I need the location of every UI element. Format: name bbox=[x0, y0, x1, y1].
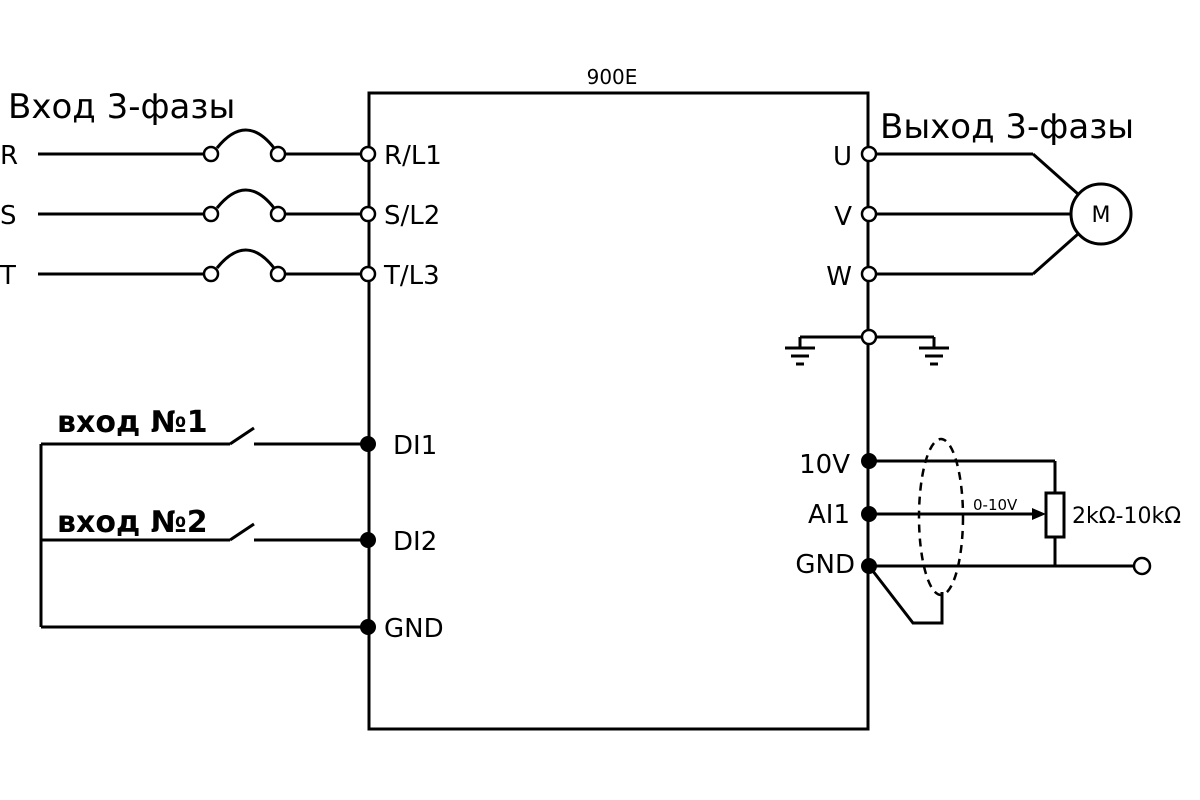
terminal-u bbox=[860, 145, 878, 163]
output-u: U bbox=[833, 142, 1079, 196]
terminal-label-10v: 10V bbox=[799, 450, 850, 480]
terminal-sl2 bbox=[359, 205, 377, 223]
terminal-label-sl2: S/L2 bbox=[384, 201, 440, 231]
terminal-di2 bbox=[360, 532, 376, 548]
terminal-rl1 bbox=[359, 145, 377, 163]
phase-label-r: R bbox=[0, 141, 18, 171]
terminal-tl3 bbox=[359, 265, 377, 283]
analog-input: 10V AI1 GND 0-10V 2kΩ-10kΩ bbox=[795, 437, 1181, 625]
output-title: Выход 3-фазы bbox=[880, 107, 1134, 147]
output-v: V bbox=[834, 202, 1070, 232]
terminal-label-v: V bbox=[834, 202, 852, 232]
phase-label-s: S bbox=[0, 201, 17, 231]
ground-terminal bbox=[785, 328, 949, 366]
motor-label: M bbox=[1092, 203, 1111, 228]
terminal-label-u: U bbox=[833, 142, 852, 172]
terminal-w bbox=[860, 265, 878, 283]
phase-input-s: S S/L2 bbox=[0, 188, 440, 231]
range-label: 0-10V bbox=[973, 496, 1018, 514]
potentiometer bbox=[1044, 491, 1066, 539]
ground-left-icon bbox=[785, 337, 815, 366]
terminal-label-w: W bbox=[826, 262, 852, 292]
digital-inputs: вход №1 вход №2 DI1 DI2 GND bbox=[39, 405, 444, 644]
phase-input-t: T T/L3 bbox=[0, 248, 440, 291]
phase-label-t: T bbox=[0, 261, 16, 291]
phase-input-r: R R/L1 bbox=[0, 128, 442, 171]
terminal-label-gnd-ai: GND bbox=[795, 550, 855, 580]
model-label: 900E bbox=[587, 65, 638, 89]
input-1-label: вход №1 bbox=[57, 405, 208, 440]
terminal-label-rl1: R/L1 bbox=[384, 141, 442, 171]
ground-right-icon bbox=[919, 337, 949, 366]
input-2-label: вход №2 bbox=[57, 505, 208, 540]
terminal-label-tl3: T/L3 bbox=[383, 261, 440, 291]
cable-shield bbox=[917, 437, 965, 597]
terminal-di1 bbox=[360, 436, 376, 452]
motor: M bbox=[1069, 182, 1133, 246]
input-title: Вход 3-фазы bbox=[8, 87, 235, 127]
pot-label: 2kΩ-10kΩ bbox=[1072, 504, 1181, 529]
terminal-gnd-di bbox=[360, 619, 376, 635]
output-w: W bbox=[826, 232, 1079, 292]
terminal-label-di2: DI2 bbox=[393, 527, 437, 557]
terminal-label-di1: DI1 bbox=[393, 431, 437, 461]
drive-box bbox=[367, 91, 870, 731]
terminal-v bbox=[860, 205, 878, 223]
terminal-label-ai1: AI1 bbox=[808, 500, 850, 530]
terminal-label-gnd-di: GND bbox=[384, 614, 444, 644]
output-terminal bbox=[1132, 556, 1152, 576]
